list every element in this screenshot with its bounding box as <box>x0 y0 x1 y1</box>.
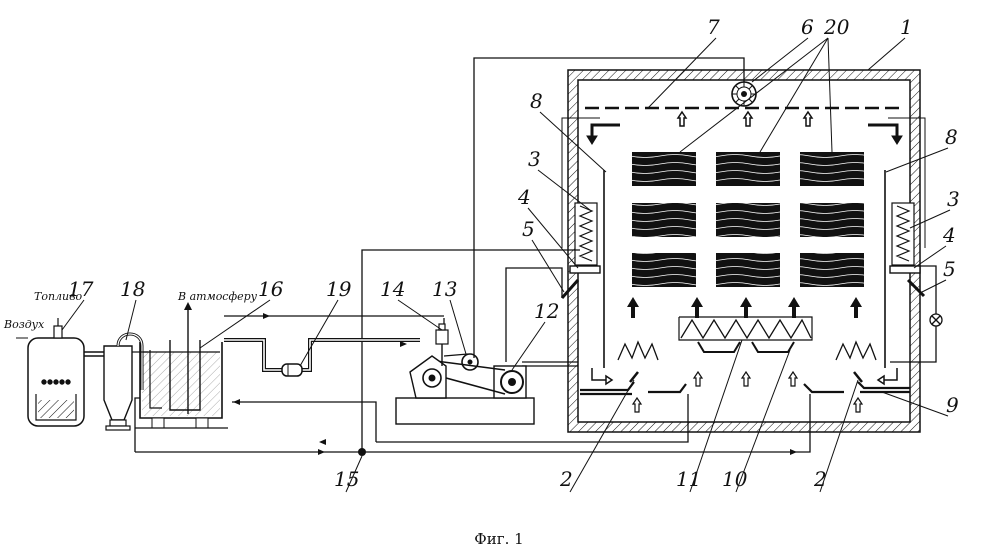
figure-caption: Фиг. 1 <box>474 530 523 548</box>
hood-ducts <box>697 341 795 353</box>
fuel-label: Топливо <box>34 290 83 303</box>
vent-arrow <box>184 302 192 322</box>
furnace <box>16 318 104 427</box>
junction-node <box>358 448 366 456</box>
condenser <box>281 363 303 377</box>
condensate-line <box>224 338 420 372</box>
label-9: 9 <box>946 393 959 417</box>
label-5-left: 5 <box>522 217 535 241</box>
atmosphere-label: В атмосферу <box>177 290 258 303</box>
label-20: 20 <box>823 15 850 39</box>
top-flow-arrows <box>586 110 903 145</box>
external-piping <box>134 57 811 453</box>
left-heater <box>574 202 598 266</box>
label-10: 10 <box>722 467 748 491</box>
cyclone-separator <box>103 332 148 431</box>
label-3-right: 3 <box>947 187 960 211</box>
label-8-right: 8 <box>945 125 958 149</box>
label-15: 15 <box>334 467 359 491</box>
air-label: Воздух <box>3 318 45 331</box>
label-2-left: 2 <box>559 467 573 491</box>
right-tray <box>889 265 921 274</box>
circulation-fan <box>731 81 757 107</box>
left-burner <box>617 340 659 383</box>
label-17: 17 <box>68 277 94 301</box>
label-18: 18 <box>120 277 145 301</box>
label-14: 14 <box>380 277 405 301</box>
right-burner <box>835 340 877 383</box>
label-4-left: 4 <box>517 185 531 209</box>
air-guide-frame <box>561 117 926 248</box>
label-1: 1 <box>900 15 913 39</box>
label-6: 6 <box>801 15 814 39</box>
leader-lines <box>61 37 951 493</box>
label-2-right: 2 <box>813 467 827 491</box>
label-3-left: 3 <box>528 147 541 171</box>
label-16: 16 <box>258 277 284 301</box>
label-8-left: 8 <box>530 89 543 113</box>
machine-base <box>395 397 535 425</box>
compressor <box>409 323 449 399</box>
label-12: 12 <box>534 299 559 323</box>
bottom-corner-arrows <box>591 368 898 386</box>
pipe-flow-arrows <box>233 313 797 455</box>
water-tank <box>135 322 228 429</box>
label-13: 13 <box>432 277 457 301</box>
right-heater <box>891 202 915 266</box>
right-return-pipe <box>890 265 943 363</box>
label-5-right: 5 <box>943 257 956 281</box>
reference-numbers: 1 7 6 20 8 8 3 3 4 4 5 5 12 13 14 19 16 … <box>68 15 960 491</box>
motor <box>493 365 527 399</box>
label-4-right: 4 <box>942 223 956 247</box>
chamber-wall <box>567 69 921 433</box>
left-drain <box>560 279 580 299</box>
label-19: 19 <box>326 277 352 301</box>
left-tray <box>569 265 601 274</box>
central-heater <box>678 316 813 341</box>
right-drain <box>906 278 926 298</box>
wood-stacks <box>632 152 864 287</box>
label-7: 7 <box>707 15 720 39</box>
label-11: 11 <box>676 467 701 491</box>
updraft-arrows <box>627 297 864 413</box>
